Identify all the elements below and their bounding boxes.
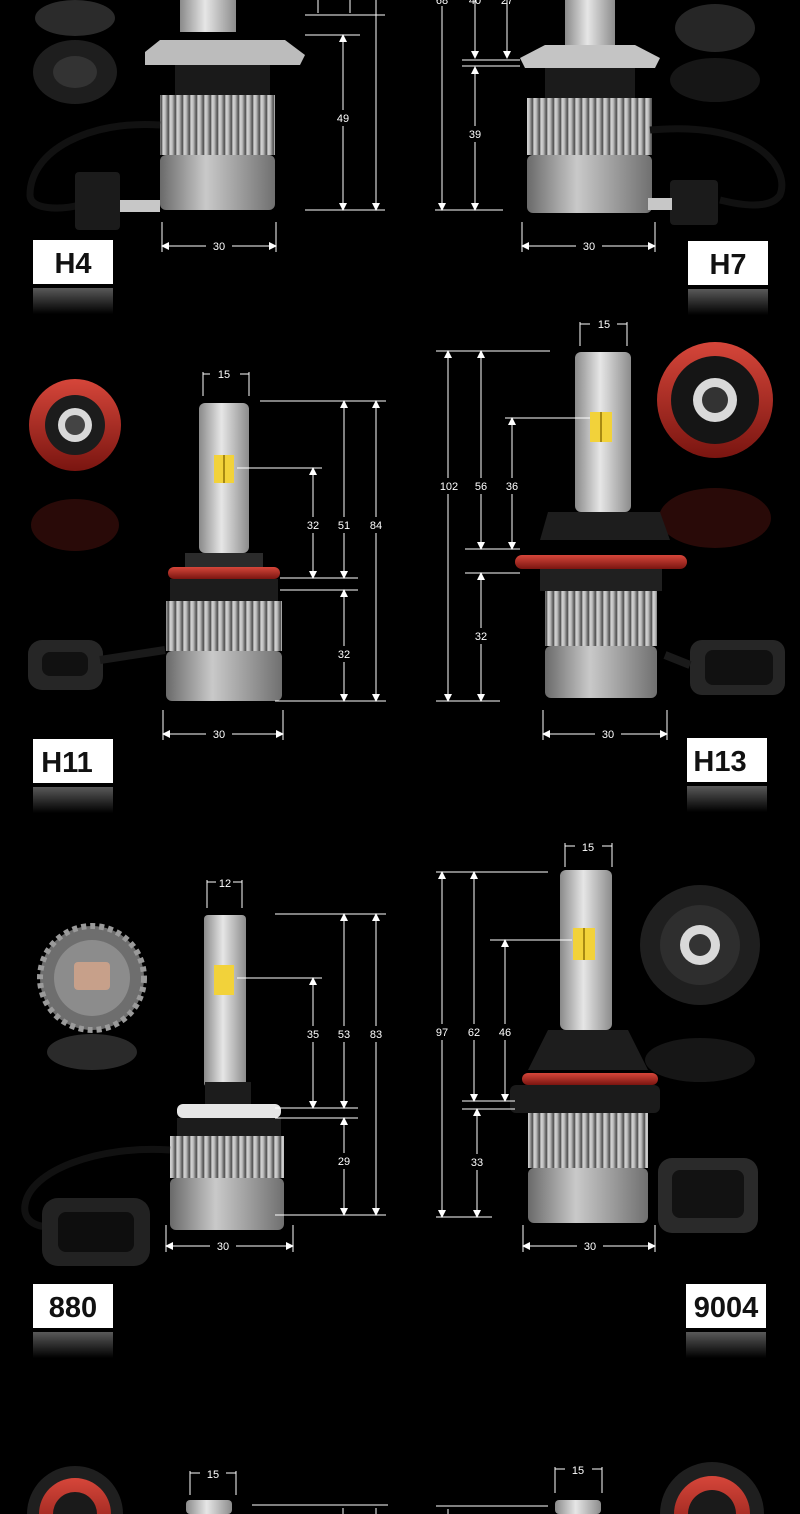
h11-width: 30 xyxy=(213,729,225,741)
880-top-width: 12 xyxy=(219,878,231,890)
h4-width: 30 xyxy=(213,241,225,253)
h7-dimension-lines xyxy=(435,0,656,252)
9004-total-height: 97 xyxy=(436,1027,448,1039)
h7-label-badge: H7 xyxy=(688,241,768,315)
h7-mid-partial: 40 xyxy=(469,0,481,7)
880-label: 880 xyxy=(49,1292,97,1324)
880-total-height: 83 xyxy=(370,1029,382,1041)
h11-label: H11 xyxy=(41,747,93,779)
880-base-height: 29 xyxy=(338,1156,350,1168)
h13-label-badge: H13 xyxy=(687,738,767,812)
9004-upper-height: 62 xyxy=(468,1027,480,1039)
h7-top-partial: 27 xyxy=(501,0,513,7)
h13-upper-height: 56 xyxy=(475,481,487,493)
h7-connector-icon xyxy=(670,4,760,102)
880-bulb-image xyxy=(21,915,284,1266)
h11-led-height: 32 xyxy=(307,520,319,532)
h13-bulb-image xyxy=(515,352,687,698)
bottom-left-top-width: 15 xyxy=(207,1469,219,1481)
h11-label-badge: H11 xyxy=(33,739,113,813)
h13-top-width: 15 xyxy=(598,319,610,331)
h13-red-seal-icon xyxy=(657,342,773,548)
bottom-right-top-width: 15 xyxy=(572,1465,584,1477)
880-label-badge: 880 xyxy=(33,1284,113,1358)
h13-total-height: 102 xyxy=(440,481,458,493)
h7-base-height: 39 xyxy=(469,129,481,141)
h11-total-height: 84 xyxy=(370,520,382,532)
h4-base-height: 49 xyxy=(337,113,349,125)
panel-h13: 15 102 56 36 32 30 H13 xyxy=(436,319,785,812)
h11-upper-height: 51 xyxy=(338,520,350,532)
h7-label: H7 xyxy=(709,249,746,281)
panel-bottom-right: 15 xyxy=(436,1462,764,1514)
9004-lens-icon xyxy=(640,885,760,1082)
panel-h7: 68 40 27 39 30 H7 xyxy=(432,0,786,315)
880-led-height: 35 xyxy=(307,1029,319,1041)
880-base-icon xyxy=(37,923,147,1070)
9004-base-height: 33 xyxy=(471,1157,483,1169)
h4-bulb-image xyxy=(26,0,305,230)
9004-top-width: 15 xyxy=(582,842,594,854)
h4-lens-icon xyxy=(33,0,117,104)
bottom-left-seal-icon xyxy=(27,1466,123,1514)
h13-connector-icon xyxy=(663,640,785,695)
h4-label: H4 xyxy=(54,248,91,280)
h11-base-height: 32 xyxy=(338,649,350,661)
bottom-right-bulb-image xyxy=(555,1500,601,1514)
880-width: 30 xyxy=(217,1241,229,1253)
h11-top-width: 15 xyxy=(218,369,230,381)
9004-led-height: 46 xyxy=(499,1027,511,1039)
panel-9004: 15 97 62 46 33 30 9004 xyxy=(432,842,766,1358)
h13-label: H13 xyxy=(693,746,746,778)
h7-bulb-image xyxy=(520,0,786,225)
880-upper-height: 53 xyxy=(338,1029,350,1041)
bottom-right-seal-icon xyxy=(660,1462,764,1514)
9004-connector-icon xyxy=(658,1158,758,1233)
9004-label: 9004 xyxy=(694,1292,759,1324)
bottom-right-dimension-lines xyxy=(436,1467,603,1514)
h13-base-height: 32 xyxy=(475,631,487,643)
panel-h11: 15 32 51 84 32 30 H11 xyxy=(28,369,386,813)
h13-width: 30 xyxy=(602,729,614,741)
h13-led-height: 36 xyxy=(506,481,518,493)
h4-label-badge: H4 xyxy=(33,240,113,314)
9004-label-badge: 9004 xyxy=(686,1284,766,1358)
bottom-left-bulb-image xyxy=(186,1500,232,1514)
h7-width: 30 xyxy=(583,241,595,253)
880-dimension-lines xyxy=(165,880,386,1252)
panel-bottom-left: 15 xyxy=(27,1466,388,1514)
h11-red-seal-icon xyxy=(29,379,121,551)
h11-connector-icon xyxy=(28,640,166,690)
bottom-left-dimension-lines xyxy=(189,1471,388,1514)
9004-bulb-image xyxy=(510,870,660,1223)
9004-width: 30 xyxy=(584,1241,596,1253)
h7-total-partial: 68 xyxy=(436,0,448,7)
h11-dimension-lines xyxy=(162,372,386,740)
h11-bulb-image xyxy=(166,403,282,701)
panel-880: 12 35 53 83 29 30 880 xyxy=(21,878,386,1358)
panel-h4: 49 30 H4 xyxy=(26,0,385,314)
